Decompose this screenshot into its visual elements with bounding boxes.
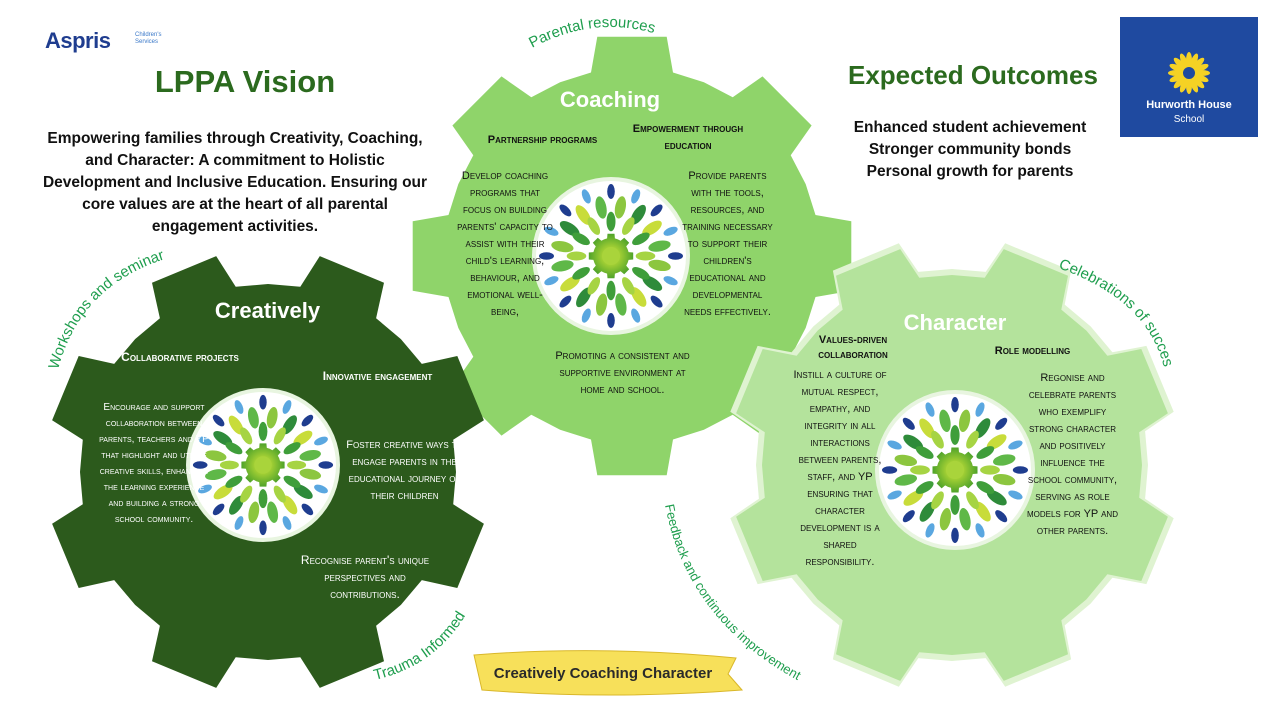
- character-left-text: Instill a culture of mutual respect, emp…: [793, 369, 887, 568]
- aspris-logo-word: Aspris: [45, 28, 111, 53]
- character-left-heading: Values-driven collaboration: [818, 334, 888, 361]
- coaching-bottom-text: Promoting a consistent and supportive en…: [555, 350, 690, 396]
- label-trauma-informed: Trauma Informed: [372, 608, 469, 684]
- school-logo-line1: Hurworth House: [1146, 99, 1232, 111]
- coaching-left-heading: Partnership programs: [487, 134, 598, 146]
- coaching-title: Coaching: [559, 87, 661, 112]
- outcome-item: Stronger community bonds: [868, 141, 1072, 158]
- creatively-left-text: Encourage and support collaboration betw…: [99, 402, 209, 525]
- vision-title: LPPA Vision: [154, 64, 336, 99]
- outcomes-list: Enhanced student achievement Stronger co…: [820, 117, 1120, 183]
- character-title: Character: [903, 310, 1007, 335]
- outcome-item: Enhanced student achievement: [853, 119, 1087, 136]
- outcome-item: Personal growth for parents: [866, 163, 1074, 180]
- sunflower-icon: [1168, 52, 1210, 94]
- coaching-left-text: Develop coaching programs that focus on …: [457, 170, 553, 318]
- mandala-character: [875, 390, 1035, 550]
- banner-ribbon: [473, 650, 744, 696]
- character-right-heading: Role modelling: [994, 345, 1071, 357]
- mandala-coaching: [532, 177, 690, 335]
- creatively-title: Creatively: [214, 298, 321, 323]
- coaching-right-heading: Empowerment through education: [632, 123, 744, 152]
- creatively-bottom-text: Recognise parent's unique perspectives a…: [300, 553, 430, 601]
- character-right-text: Regonise and celebrate parents who exemp…: [1026, 372, 1118, 537]
- creatively-left-heading: Collaborative projects: [121, 350, 239, 364]
- school-logo-line2: School: [1173, 114, 1205, 125]
- school-logo: Hurworth House School: [1120, 17, 1258, 137]
- creatively-right-text: Foster creative ways to engage parents i…: [346, 439, 463, 502]
- vision-statement: Empowering families through Creativity, …: [42, 130, 428, 235]
- coaching-right-text: Provide parents with the tools, resource…: [682, 170, 773, 318]
- outcomes-title: Expected Outcomes: [848, 60, 1098, 90]
- aspris-logo: Aspris Children's Services: [45, 28, 162, 54]
- creatively-right-heading: Innovative engagement: [322, 369, 433, 383]
- aspris-logo-subtitle: Children's Services: [135, 32, 162, 45]
- mandala-creatively: [186, 388, 340, 542]
- banner-text: Creatively Coaching Character: [493, 665, 713, 682]
